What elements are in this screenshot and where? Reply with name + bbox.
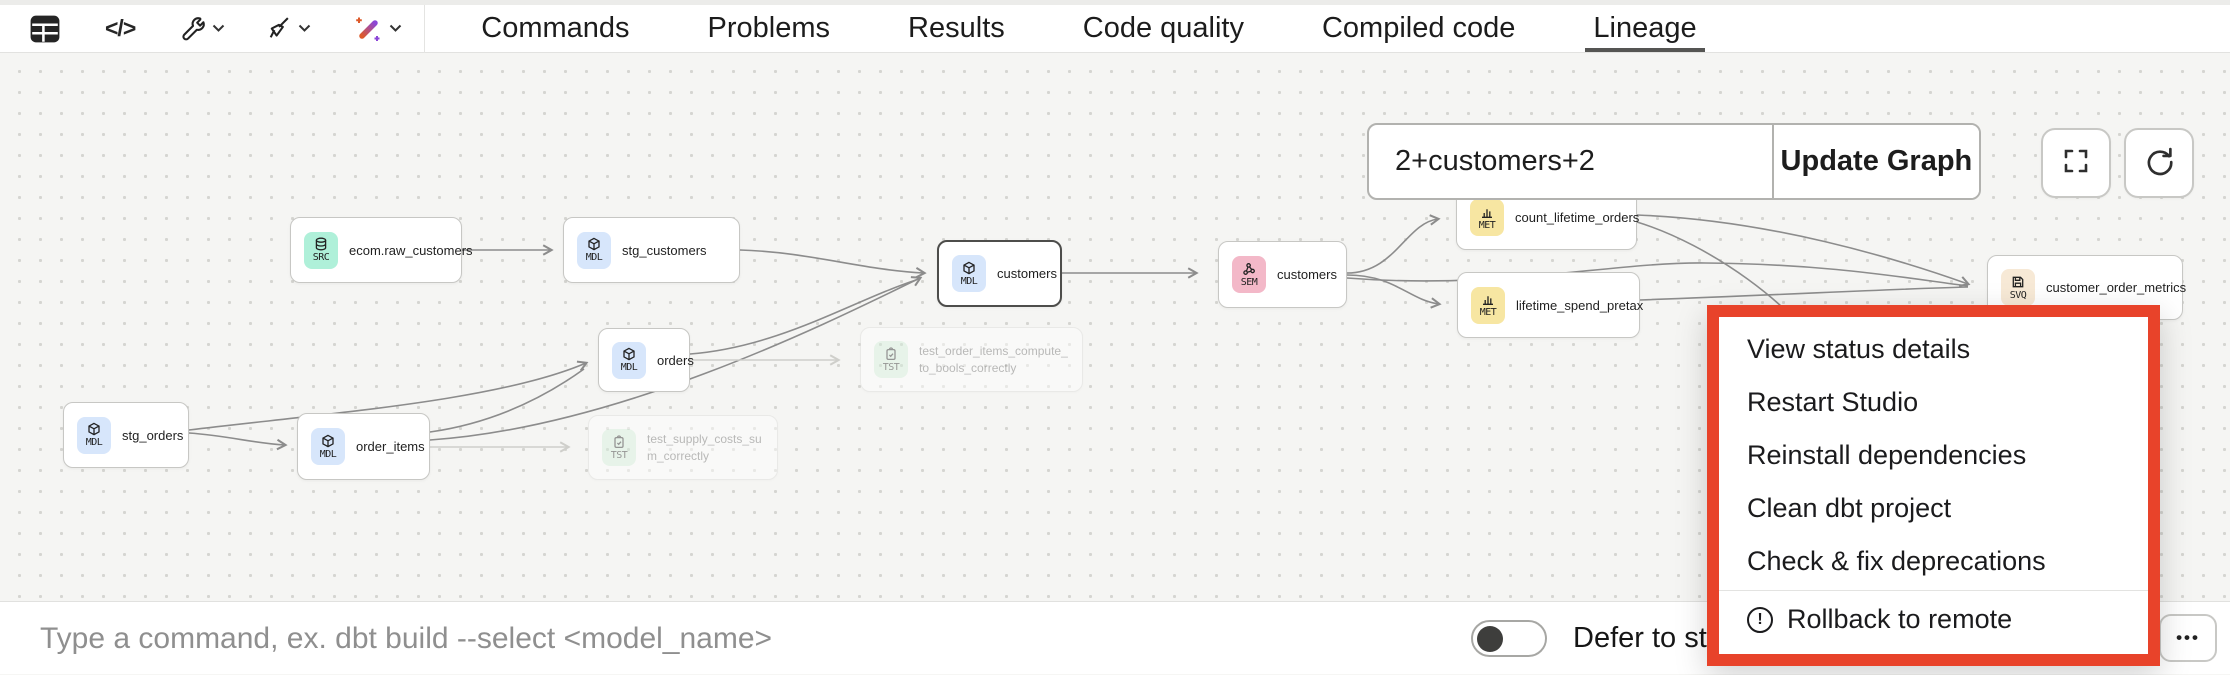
- lineage-node-ecom-raw-customers[interactable]: SRC ecom.raw_customers: [290, 217, 473, 283]
- node-label: orders: [657, 352, 694, 368]
- lineage-node-customers-semantic[interactable]: SEM customers: [1218, 241, 1347, 308]
- lineage-node-customers-model[interactable]: MDL customers: [937, 240, 1062, 307]
- wrench-dropdown[interactable]: [179, 15, 225, 42]
- tab-lineage[interactable]: Lineage: [1585, 5, 1704, 52]
- fullscreen-icon: [2060, 145, 2092, 182]
- lineage-node-orders[interactable]: MDL orders: [598, 328, 694, 392]
- selector-divider: [1772, 125, 1774, 198]
- defer-label: Defer to sta: [1573, 622, 1723, 654]
- tab-commands[interactable]: Commands: [481, 12, 630, 44]
- node-label: ecom.raw_customers: [349, 242, 473, 258]
- code-icon[interactable]: </>: [105, 15, 136, 41]
- node-label: lifetime_spend_pretax: [1516, 297, 1644, 313]
- refresh-button[interactable]: [2124, 128, 2194, 198]
- metric-icon: [1483, 296, 1493, 305]
- node-label: test_supply_costs_sum_correctly: [647, 432, 762, 463]
- node-type-badge: SVQ: [2001, 269, 2035, 306]
- node-type-badge: TST: [874, 341, 908, 378]
- refresh-icon: [2142, 144, 2176, 183]
- status-context-menu: View status details Restart Studio Reins…: [1707, 305, 2160, 666]
- node-type-badge: MDL: [77, 416, 111, 454]
- chevron-down-icon: [298, 24, 311, 33]
- menu-item-restart-studio[interactable]: Restart Studio: [1747, 387, 1919, 417]
- model-icon: [623, 347, 635, 361]
- tab-compiled-code[interactable]: Compiled code: [1321, 12, 1516, 44]
- node-label: count_lifetime_orders: [1515, 210, 1640, 225]
- lineage-node-stg-customers[interactable]: MDL stg_customers: [563, 217, 740, 283]
- selector-input[interactable]: [1369, 125, 1772, 198]
- lineage-node-test-supply-costs[interactable]: TST test_supply_costs_sum_correctly: [588, 415, 778, 480]
- node-type-badge: MET: [1471, 286, 1505, 324]
- test-icon: [886, 346, 896, 360]
- node-label: order_items: [356, 439, 425, 454]
- source-icon: [315, 237, 327, 251]
- node-label: customer_order_metrics: [2046, 280, 2187, 295]
- menu-divider: [1719, 590, 2148, 591]
- menu-item-check-fix-deprecations[interactable]: Check & fix deprecations: [1747, 546, 2046, 576]
- node-label: stg_orders: [122, 427, 184, 443]
- model-icon: [963, 261, 975, 274]
- defer-toggle[interactable]: [1471, 620, 1547, 657]
- toolbar-divider: [424, 4, 426, 53]
- fullscreen-button[interactable]: [2041, 128, 2111, 198]
- warning-icon: !: [1747, 606, 1773, 633]
- toggle-knob: [1477, 625, 1503, 652]
- magic-wand-dropdown[interactable]: [353, 14, 402, 44]
- node-type-badge: MET: [1470, 199, 1504, 236]
- graph-selector: Update Graph: [1367, 123, 1981, 200]
- update-graph-button[interactable]: Update Graph: [1773, 125, 1979, 198]
- saved-query-icon: [2012, 276, 2024, 287]
- test-icon: [614, 434, 624, 448]
- toolbar: </> Commands Problems Results Code quali…: [0, 4, 2230, 53]
- lineage-node-stg-orders[interactable]: MDL stg_orders: [63, 402, 189, 468]
- magic-wand-icon: [353, 14, 383, 44]
- metric-icon: [1482, 208, 1492, 218]
- node-type-badge: MDL: [311, 428, 345, 465]
- lineage-canvas[interactable]: SRC ecom.raw_customers MDL stg_customers…: [0, 52, 2230, 601]
- command-input[interactable]: [40, 616, 1420, 661]
- model-icon: [88, 422, 100, 436]
- tab-bar: Commands Problems Results Code quality C…: [473, 5, 1704, 52]
- tab-code-quality[interactable]: Code quality: [1082, 12, 1244, 44]
- node-label: customers: [997, 266, 1057, 281]
- node-type-badge: MDL: [612, 341, 646, 379]
- menu-item-rollback-to-remote[interactable]: ! Rollback to remote: [1719, 593, 2148, 646]
- broom-icon: [265, 15, 292, 42]
- tab-problems[interactable]: Problems: [707, 12, 831, 44]
- node-type-badge: SEM: [1232, 256, 1266, 293]
- menu-item-reinstall-dependencies[interactable]: Reinstall dependencies: [1747, 440, 2027, 470]
- node-label: stg_customers: [622, 242, 707, 258]
- lineage-node-test-order-items[interactable]: TST test_order_items_compute_to_bools_co…: [860, 327, 1083, 392]
- broom-dropdown[interactable]: [265, 15, 311, 42]
- node-type-badge: TST: [602, 429, 636, 466]
- lineage-node-lifetime-spend-pretax[interactable]: MET lifetime_spend_pretax: [1457, 272, 1644, 338]
- node-type-badge: MDL: [577, 231, 611, 269]
- menu-item-view-status-details[interactable]: View status details: [1747, 334, 1971, 364]
- chevron-down-icon: [389, 24, 402, 33]
- semantic-model-icon: [1243, 262, 1255, 275]
- node-type-badge: MDL: [952, 255, 986, 292]
- more-options-button[interactable]: •••: [2159, 614, 2217, 662]
- menu-item-clean-dbt-project[interactable]: Clean dbt project: [1747, 493, 1952, 523]
- model-icon: [322, 434, 334, 447]
- node-label: customers: [1277, 267, 1337, 282]
- window-top-strip: [0, 0, 2230, 5]
- table-icon[interactable]: [29, 13, 61, 45]
- lineage-node-order-items[interactable]: MDL order_items: [297, 413, 430, 480]
- wrench-icon: [179, 15, 206, 42]
- node-label: test_order_items_compute_to_bools_correc…: [919, 344, 1068, 375]
- node-type-badge: SRC: [304, 231, 338, 269]
- tab-results[interactable]: Results: [908, 12, 1005, 44]
- chevron-down-icon: [212, 24, 225, 33]
- model-icon: [588, 237, 600, 251]
